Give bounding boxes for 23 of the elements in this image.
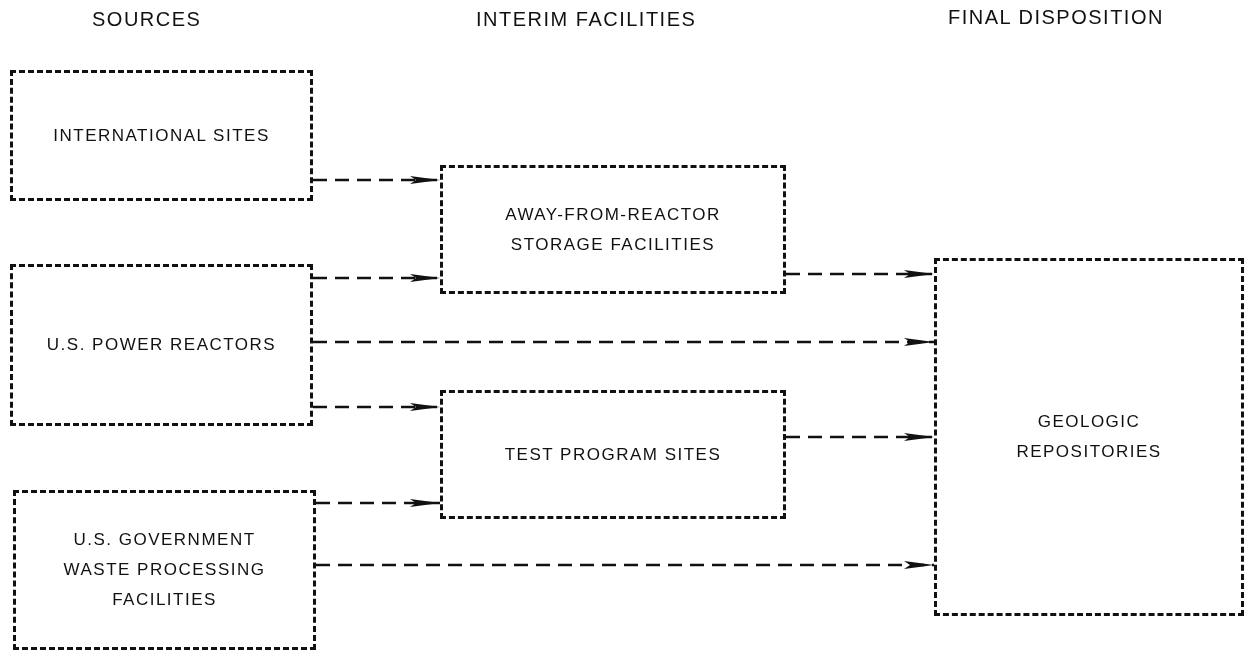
column-heading: SOURCES xyxy=(92,8,202,31)
dashed-arrow xyxy=(316,561,934,569)
dashed-arrow xyxy=(313,274,440,282)
process-box xyxy=(440,165,786,294)
box-label: TEST PROGRAM SITES xyxy=(503,443,723,466)
dashed-arrow xyxy=(313,338,934,346)
dashed-arrow xyxy=(786,270,934,278)
box-label: AWAY-FROM-REACTOR STORAGE FACILITIES xyxy=(504,203,722,256)
column-heading: FINAL DISPOSITION xyxy=(948,6,1164,29)
process-box xyxy=(934,258,1244,616)
column-heading: INTERIM FACILITIES xyxy=(476,8,697,31)
process-box xyxy=(13,490,316,650)
dashed-arrow xyxy=(313,403,440,411)
dashed-arrow xyxy=(786,433,934,441)
dashed-arrow xyxy=(313,176,440,184)
box-label: U.S. GOVERNMENT WASTE PROCESSING FACILITIES xyxy=(62,529,267,611)
process-box xyxy=(10,264,313,426)
box-label: U.S. POWER REACTORS xyxy=(45,334,278,356)
process-box xyxy=(10,70,313,201)
box-label: GEOLOGIC REPOSITORIES xyxy=(1015,411,1163,463)
process-box xyxy=(440,390,786,519)
box-label: INTERNATIONAL SITES xyxy=(52,124,271,147)
dashed-arrow xyxy=(316,499,440,507)
